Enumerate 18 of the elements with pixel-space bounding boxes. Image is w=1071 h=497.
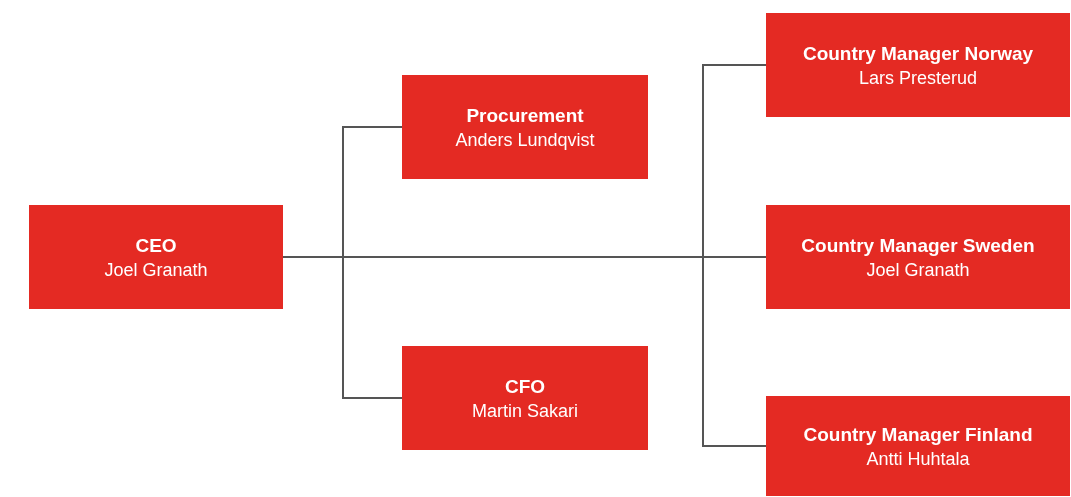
role-title: CFO (504, 374, 546, 399)
person-name: Martin Sakari (472, 399, 578, 423)
role-title: Country Manager Sweden (801, 233, 1035, 258)
person-name: Lars Presterud (858, 66, 978, 90)
role-box (766, 205, 1070, 309)
role-box (766, 13, 1070, 117)
person-name: Joel Granath (104, 258, 208, 282)
person-name: Anders Lundqvist (455, 128, 595, 152)
role-box (402, 346, 648, 450)
role-title: CEO (135, 233, 177, 258)
role-title: Country Manager Finland (803, 422, 1033, 447)
role-title: Country Manager Norway (802, 41, 1034, 66)
role-box (402, 75, 648, 179)
role-title: Procurement (466, 103, 584, 128)
person-name: Antti Huhtala (866, 447, 970, 471)
person-name: Joel Granath (866, 258, 970, 282)
role-box (29, 205, 283, 309)
role-box (766, 396, 1070, 496)
